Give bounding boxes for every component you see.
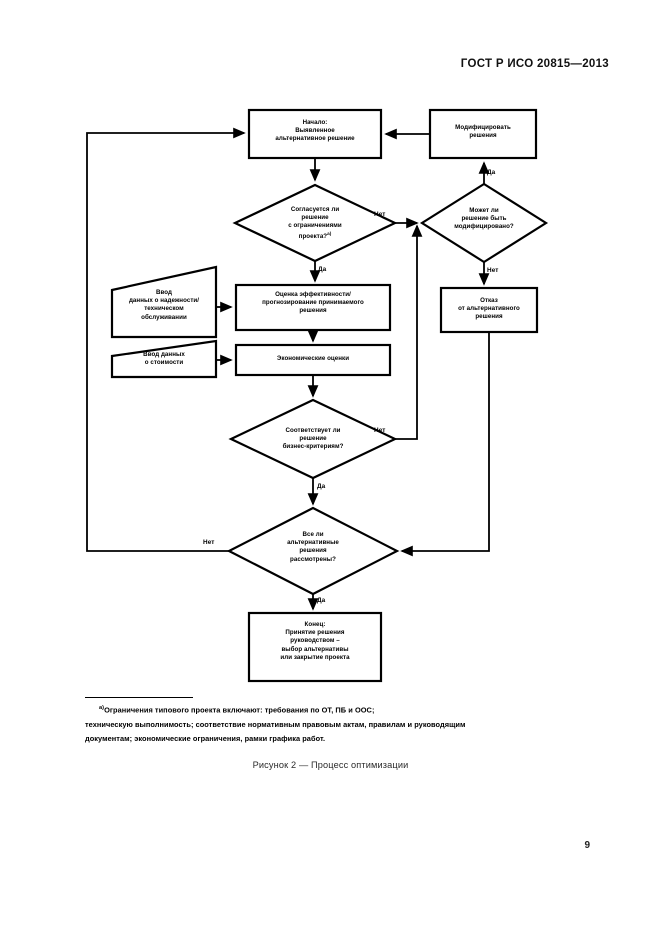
node-input-cost	[110, 339, 218, 379]
node-input-reliability	[110, 265, 218, 339]
flowchart-figure: Начало: Выявленное альтернативное решени…	[86, 108, 549, 683]
document-header: ГОСТ Р ИСО 20815—2013	[460, 58, 609, 70]
figure-caption: Рисунок 2 — Процесс оптимизации	[252, 760, 409, 770]
edge-alternatives-no-loop	[86, 127, 246, 552]
node-reject	[439, 286, 539, 334]
footnote-text: а)Ограничения типового проекта включают:…	[85, 703, 580, 747]
footnote-line-1: а)Ограничения типового проекта включают:…	[99, 705, 375, 715]
node-decision-constraints	[232, 183, 398, 263]
edge-business-no	[395, 224, 423, 440]
node-decision-business	[228, 398, 398, 480]
footnote-marker: а)	[99, 705, 105, 711]
edge-reject-to-all-alternatives	[400, 332, 490, 557]
node-modify	[428, 108, 538, 160]
page-number: 9	[584, 840, 590, 851]
node-decision-all-alternatives	[226, 506, 400, 596]
node-start	[247, 108, 383, 160]
node-evaluate	[234, 283, 392, 332]
node-decision-modifiable	[419, 182, 549, 264]
flowchart-svg	[86, 108, 549, 683]
footnote-line-3: документам; экономические ограничения, р…	[85, 734, 326, 744]
node-economic	[234, 343, 392, 377]
footnote-line-2: техническую выполнимость; соответствие н…	[85, 719, 466, 729]
footnote-separator	[85, 697, 193, 698]
node-end	[247, 611, 383, 683]
